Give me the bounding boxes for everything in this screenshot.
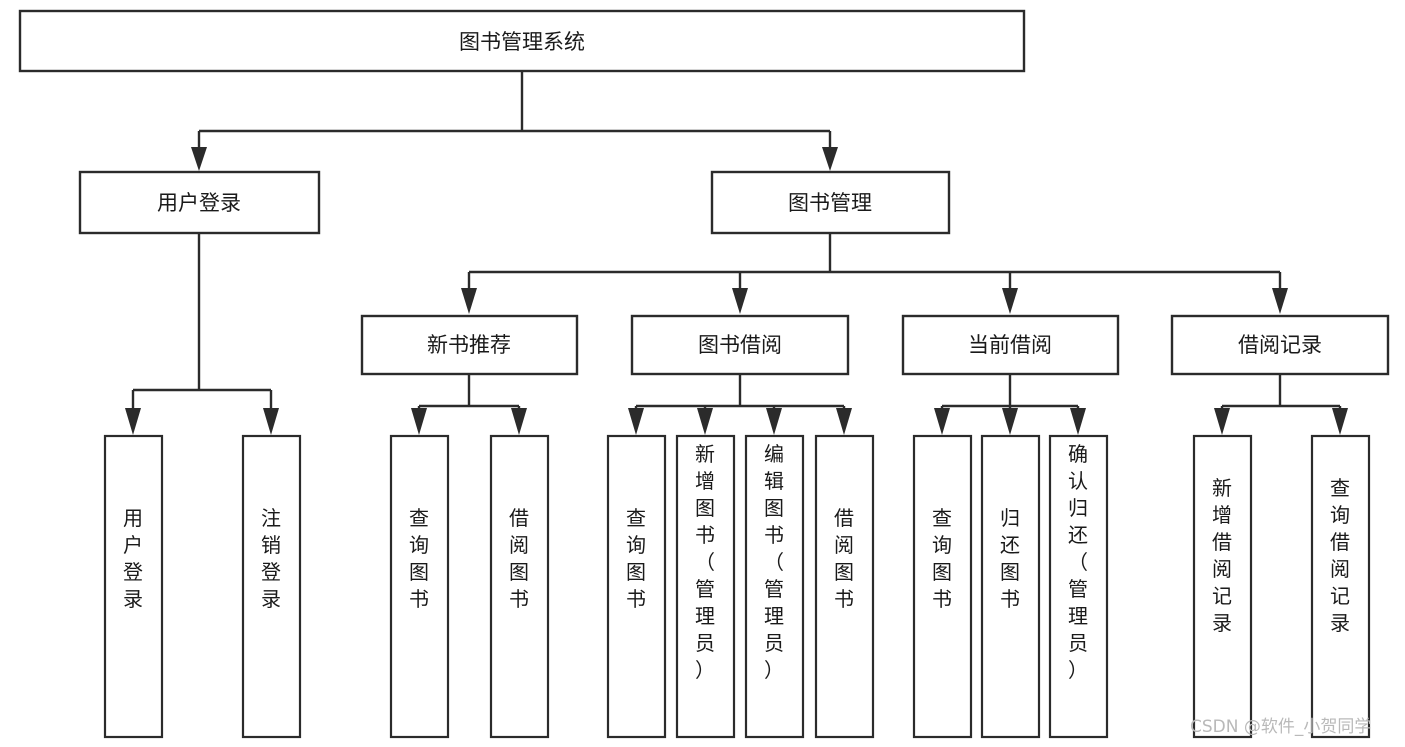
- leaf-node-current-borrow-return[interactable]: 归还图书: [980, 434, 1041, 739]
- leaf-label: 确认归还（管理员）: [1068, 442, 1088, 682]
- leaf-node-current-borrow-confirm[interactable]: 确认归还（管理员）: [1048, 434, 1109, 739]
- arrow-head-icon: [411, 408, 427, 435]
- node-borrow-record-box: [1170, 314, 1390, 376]
- node-book-manage[interactable]: 图书管理: [710, 170, 951, 235]
- node-book-borrow-label: 图书借阅: [698, 333, 782, 357]
- arrow-head-icon: [628, 408, 644, 435]
- leaf-box: [980, 434, 1041, 739]
- node-user-login[interactable]: 用户登录: [78, 170, 321, 235]
- leaf-node-user-login-login[interactable]: 用户登录: [103, 434, 164, 739]
- node-book-manage-label: 图书管理: [788, 191, 872, 215]
- node-borrow-record[interactable]: 借阅记录: [1170, 314, 1390, 376]
- arrow-head-icon: [836, 408, 852, 435]
- leaf-node-new-book-query[interactable]: 查询图书: [389, 434, 450, 739]
- arrow-head-icon: [125, 408, 141, 435]
- leaf-node-book-borrow-query[interactable]: 查询图书: [606, 434, 667, 739]
- arrow-head-icon: [766, 408, 782, 435]
- arrow-head-icon: [191, 147, 207, 171]
- leaf-box: [814, 434, 875, 739]
- leaf-box: [744, 434, 805, 739]
- leaf-label: 用户登录: [123, 506, 143, 611]
- arrow-head-icon: [822, 147, 838, 171]
- arrow-head-icon: [934, 408, 950, 435]
- arrow-head-icon: [1002, 408, 1018, 435]
- leaf-box: [606, 434, 667, 739]
- node-book-borrow-box: [630, 314, 850, 376]
- leaf-label: 查询借阅记录: [1330, 476, 1350, 635]
- leaf-node-borrow-record-query[interactable]: 查询借阅记录: [1310, 434, 1371, 739]
- node-new-book-recommend-box: [360, 314, 579, 376]
- leaf-box: [912, 434, 973, 739]
- node-new-book-recommend-label: 新书推荐: [427, 333, 511, 357]
- node-user-login-box: [78, 170, 321, 235]
- node-current-borrow-label: 当前借阅: [968, 333, 1052, 357]
- leaf-box: [241, 434, 302, 739]
- leaf-box: [1048, 434, 1109, 739]
- arrow-head-icon: [732, 288, 748, 314]
- leaf-node-book-borrow-borrow[interactable]: 借阅图书: [814, 434, 875, 739]
- leaf-node-borrow-record-add[interactable]: 新增借阅记录: [1192, 434, 1253, 739]
- leaf-label: 编辑图书（管理员）: [764, 442, 784, 682]
- arrow-head-icon: [1332, 408, 1348, 435]
- leaf-node-new-book-borrow[interactable]: 借阅图书: [489, 434, 550, 739]
- leaf-label: 查询图书: [626, 506, 646, 611]
- arrow-head-icon: [1272, 288, 1288, 314]
- node-user-login-label: 用户登录: [157, 191, 241, 215]
- leaf-label: 新增图书（管理员）: [695, 442, 715, 682]
- node-root-box: [18, 9, 1026, 73]
- watermark-label: CSDN @软件_小贺同学: [1190, 717, 1371, 737]
- leaf-label: 借阅图书: [509, 506, 529, 611]
- leaf-box: [389, 434, 450, 739]
- node-root-label: 图书管理系统: [459, 30, 585, 54]
- arrow-head-icon: [511, 408, 527, 435]
- arrow-head-icon: [263, 408, 279, 435]
- arrow-head-icon: [1002, 288, 1018, 314]
- leaf-node-book-borrow-add[interactable]: 新增图书（管理员）: [675, 434, 736, 739]
- leaf-label: 归还图书: [1000, 506, 1020, 611]
- leaf-label: 查询图书: [409, 506, 429, 611]
- node-root-system[interactable]: 图书管理系统: [18, 9, 1026, 73]
- arrow-head-icon: [697, 408, 713, 435]
- node-book-manage-box: [710, 170, 951, 235]
- leaf-box: [675, 434, 736, 739]
- leaf-node-current-borrow-query[interactable]: 查询图书: [912, 434, 973, 739]
- leaf-label: 注销登录: [261, 506, 281, 611]
- leaf-box: [1310, 434, 1371, 739]
- node-current-borrow-box: [901, 314, 1120, 376]
- node-new-book-recommend[interactable]: 新书推荐: [360, 314, 579, 376]
- leaf-box: [489, 434, 550, 739]
- leaf-node-book-borrow-edit[interactable]: 编辑图书（管理员）: [744, 434, 805, 739]
- leaf-label: 借阅图书: [834, 506, 854, 611]
- leaf-box: [1192, 434, 1253, 739]
- node-book-borrow[interactable]: 图书借阅: [630, 314, 850, 376]
- node-current-borrow[interactable]: 当前借阅: [901, 314, 1120, 376]
- arrow-head-icon: [1070, 408, 1086, 435]
- leaf-label: 新增借阅记录: [1212, 476, 1232, 635]
- connector-layer: [125, 71, 1348, 435]
- arrow-head-icon: [461, 288, 477, 314]
- node-borrow-record-label: 借阅记录: [1238, 333, 1322, 357]
- leaf-node-user-login-logout[interactable]: 注销登录: [241, 434, 302, 739]
- arrow-head-icon: [1214, 408, 1230, 435]
- leaf-box: [103, 434, 164, 739]
- leaf-label: 查询图书: [932, 506, 952, 611]
